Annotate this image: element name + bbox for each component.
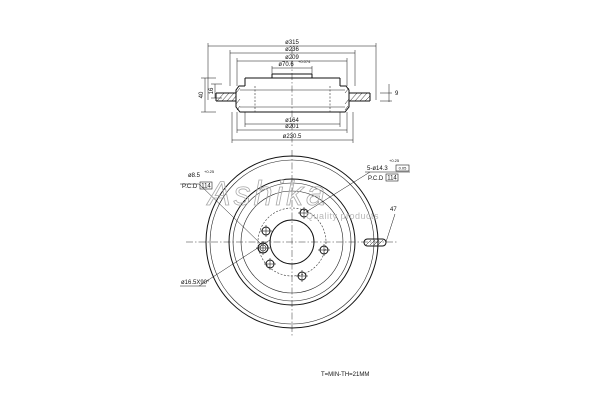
pcd-right-value: 114 — [387, 176, 397, 182]
dim-209: ø209 — [285, 55, 299, 61]
bolt-holes-tolerance: +0.25 — [389, 158, 400, 163]
pcd-right-box — [385, 173, 399, 182]
pcd-left-box — [199, 181, 213, 190]
watermark: Ashika Quality products — [206, 175, 379, 221]
dim-9: 9 — [395, 91, 399, 97]
groove-label: 47 — [390, 207, 397, 213]
dim-201: ø201 — [285, 124, 299, 130]
bolt-holes — [260, 207, 330, 282]
dim-315: ø315 — [285, 40, 299, 46]
dim-70-6-tolerance: +0.074 — [298, 59, 311, 64]
position-tolerance: 0.05 — [399, 166, 408, 171]
dim-40: 40 — [199, 91, 205, 98]
dim-164: ø164 — [285, 118, 299, 124]
position-tolerance-box — [395, 164, 410, 172]
watermark-tagline: Quality products — [306, 211, 379, 221]
hat-outer — [232, 182, 352, 302]
locating-hole — [256, 241, 270, 255]
wear-groove: 47 — [363, 207, 397, 247]
dim-70-6: ø70.6 — [278, 62, 294, 68]
dim-236: ø236 — [285, 47, 299, 53]
dim-230-5: ø230.5 — [283, 134, 302, 140]
dim-16: 16 — [209, 87, 215, 94]
min-thickness-note: T=MIN-TH=21MM — [321, 372, 369, 378]
center-bore — [269, 219, 315, 265]
front-view: 47 ø8.5 +0.25 P.C.D 114 5-ø14.3 +0.25 0.… — [180, 150, 410, 336]
bolt-holes-label: 5-ø14.3 — [367, 166, 388, 172]
section-view: ø315 ø236 ø209 ø70.6 +0.074 40 16 9 ø164… — [199, 40, 399, 148]
stud-hole-tolerance: +0.25 — [204, 169, 215, 174]
disc-profile — [215, 73, 371, 113]
chamfer-leader-line — [198, 239, 271, 287]
hat-inner — [240, 190, 344, 294]
watermark-logo: Ashika — [206, 175, 328, 213]
pcd-right-label: P.C.D — [368, 176, 384, 182]
outer-rim — [205, 155, 379, 329]
bolt-leader-line — [305, 171, 371, 213]
stud-leader-line — [198, 183, 263, 246]
pcd-left-label: P.C.D — [182, 184, 198, 190]
chamfer-label: ø16.5X90° — [181, 280, 210, 286]
outer-rim-inner-edge — [209, 159, 375, 325]
friction-ring-inner — [228, 178, 356, 306]
pcd-circle — [257, 207, 327, 277]
stud-hole-label: ø8.5 — [188, 173, 201, 179]
pcd-left-value: 114 — [201, 184, 211, 190]
